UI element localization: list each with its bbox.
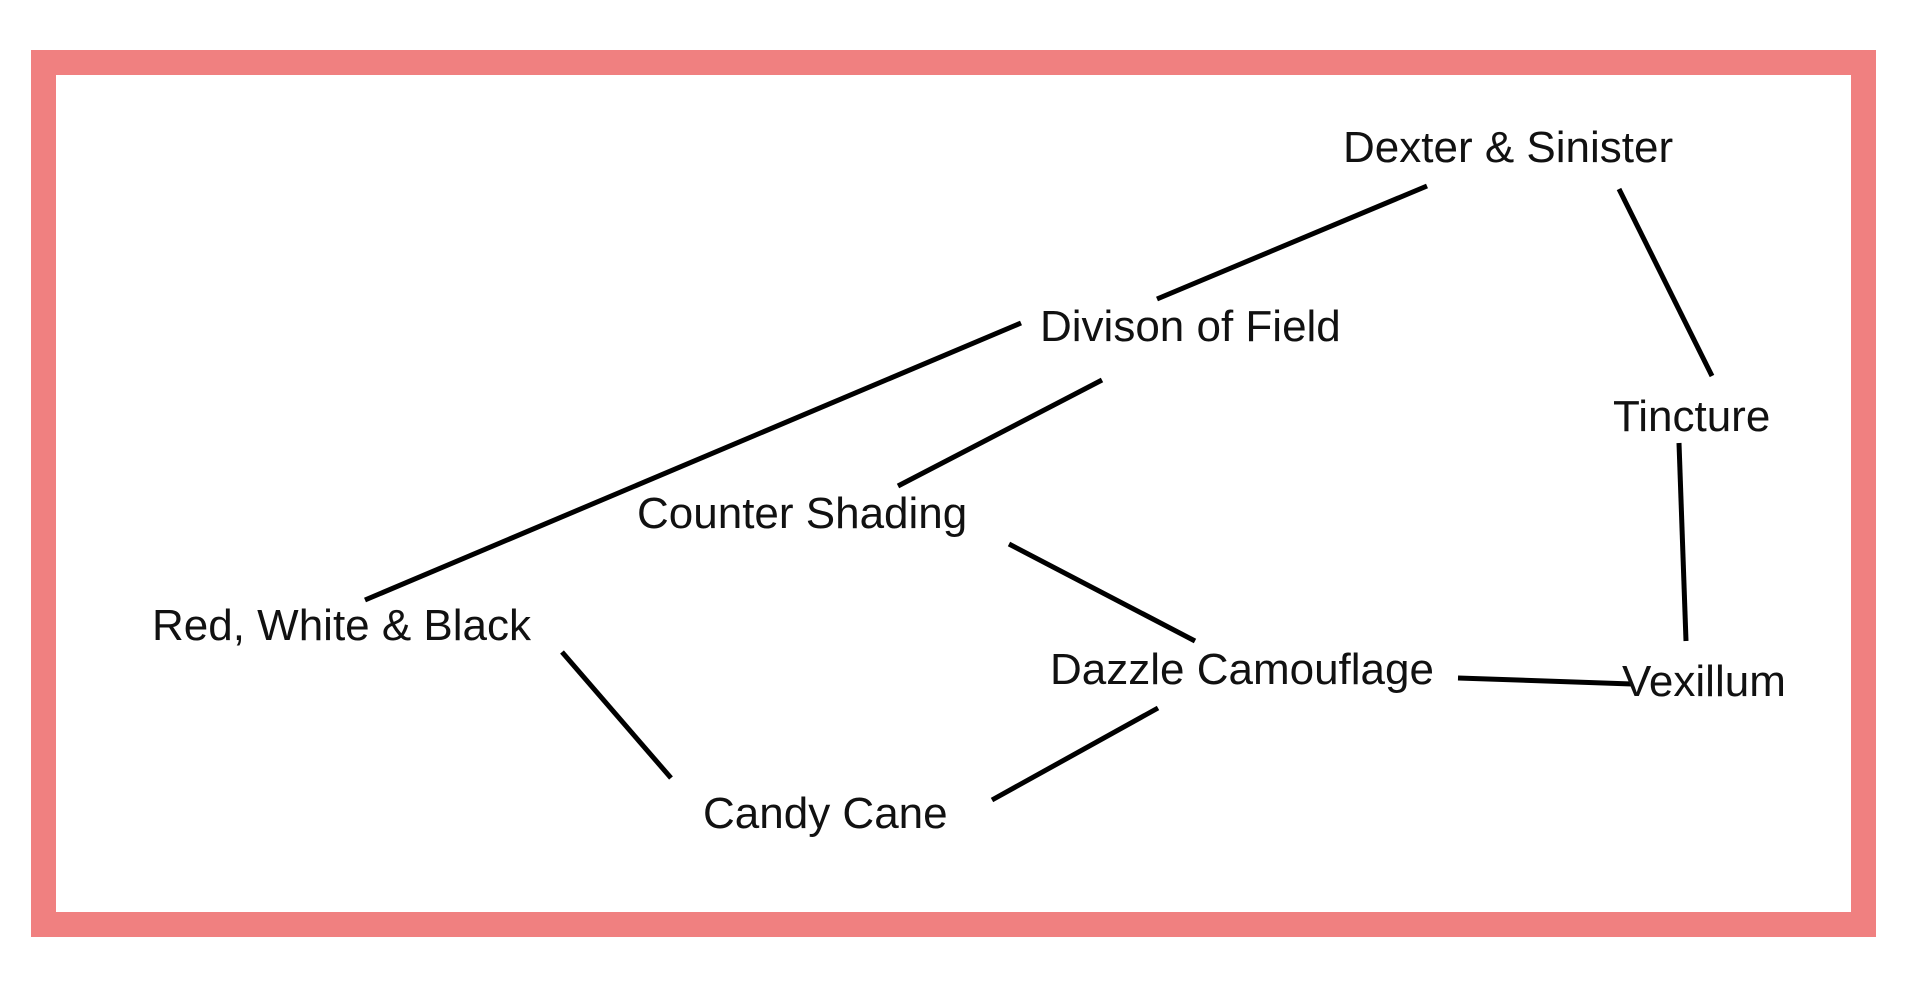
edge-dazzle-vexillum [1457,675,1633,687]
node-tincture: Tincture [1613,392,1771,441]
node-dazzle-camouflage: Dazzle Camouflage [1050,645,1434,694]
node-candy-cane: Candy Cane [703,789,948,838]
edge-dexter-tincture [1616,187,1715,378]
edge-counter-dazzle [1007,541,1197,644]
node-red-white-black: Red, White & Black [152,601,532,650]
edge-rwb-candy [560,650,673,780]
node-dexter-sinister: Dexter & Sinister [1343,123,1674,172]
edge-dexter-division [1156,183,1428,302]
node-vexillum: Vexillum [1622,657,1786,706]
edge-division-rwb [364,320,1022,603]
edge-tincture-vexillum [1676,442,1689,642]
node-division-of-field: Divison of Field [1040,302,1341,351]
edge-division-counter [896,377,1104,489]
diagram-frame [31,50,1876,937]
node-counter-shading: Counter Shading [637,489,968,538]
edge-dazzle-candy [990,705,1160,803]
